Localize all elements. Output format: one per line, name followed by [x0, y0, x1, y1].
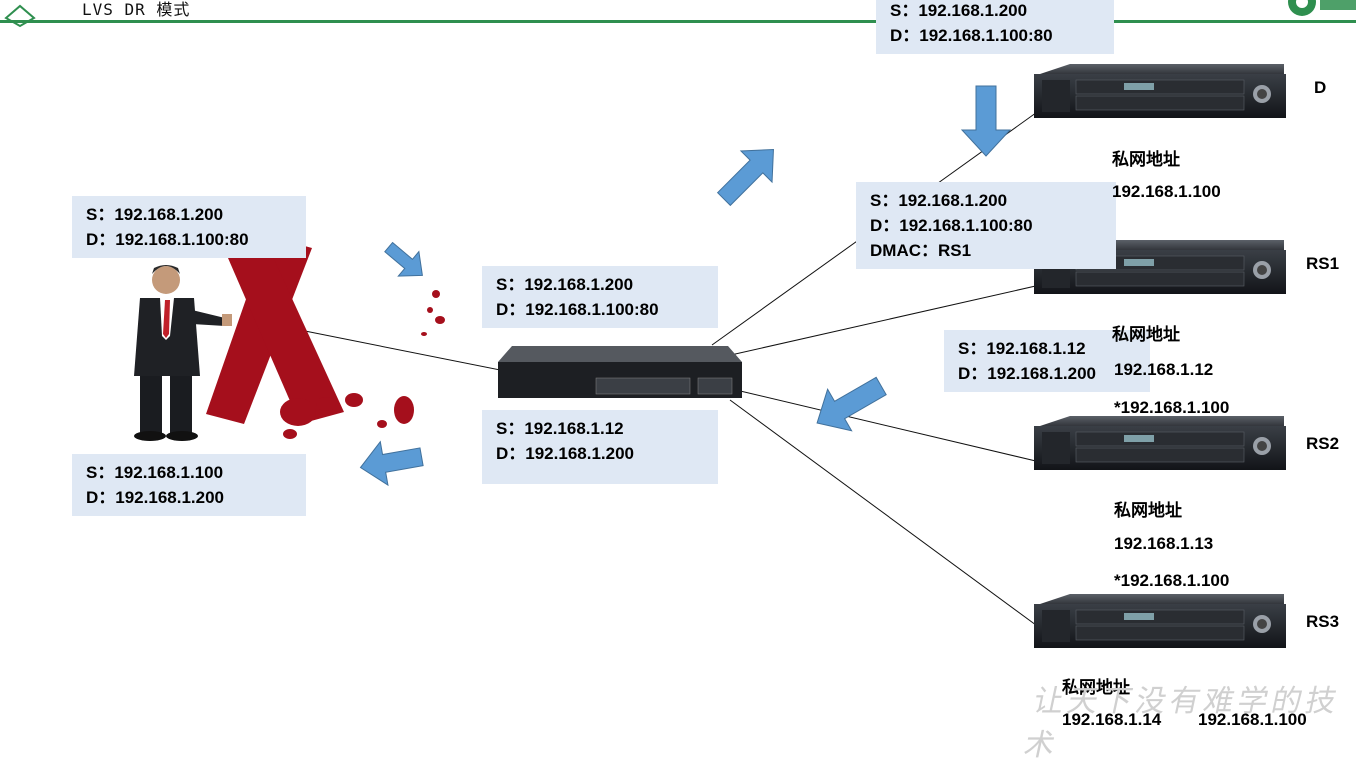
arrow-to-client-icon	[359, 440, 424, 487]
rs2-name: RS2	[1306, 434, 1340, 453]
arrow-rs1-to-switch-icon	[816, 376, 887, 432]
packet-src: S：192.168.1.12	[958, 339, 1086, 358]
packet-src: S：192.168.1.200	[890, 1, 1028, 20]
rs1-ip: 192.168.1.12	[1114, 360, 1214, 379]
packet-box-switch-reply: S：192.168.1.12 D：192.168.1.200	[482, 410, 718, 484]
page-title: LVS DR 模式	[82, 0, 191, 19]
rs3-server-icon	[1033, 593, 1287, 649]
switch-icon	[498, 346, 742, 398]
packet-src: S：192.168.1.100	[86, 463, 224, 482]
rs2-ip: 192.168.1.13	[1114, 534, 1214, 553]
network-diagram	[4, 0, 1356, 649]
rs1-vip: *192.168.1.100	[1114, 398, 1230, 417]
packet-dst: D：192.168.1.100:80	[496, 300, 659, 319]
watermark: 让天下没有难学的技术	[1020, 684, 1344, 763]
packet-box-client-reply: S：192.168.1.100 D：192.168.1.200	[72, 454, 306, 516]
director-ip: 192.168.1.100	[1112, 182, 1221, 201]
packet-dst: D：192.168.1.200	[496, 444, 634, 463]
packet-src: S：192.168.1.200	[496, 275, 634, 294]
director-server-icon	[1033, 63, 1287, 119]
packet-dst: D：192.168.1.100:80	[86, 230, 249, 249]
packet-dst: D：192.168.1.200	[958, 364, 1096, 383]
header-divider	[0, 20, 1356, 23]
client-person-icon	[134, 265, 232, 441]
rs1-label: 私网地址	[1112, 325, 1180, 344]
brand-logo-icon	[1288, 0, 1356, 16]
rs3-label: 私网地址	[1062, 678, 1130, 697]
packet-dst: D：192.168.1.100:80	[870, 216, 1033, 235]
arrow-director-down-icon	[960, 85, 1012, 157]
packet-box-top: S：192.168.1.200 D：192.168.1.100:80	[876, 0, 1114, 54]
rs3-ip: 192.168.1.14	[1062, 710, 1162, 729]
packet-box-director-out: S：192.168.1.200 D：192.168.1.100:80 DMAC：…	[856, 182, 1116, 269]
failure-cross-icon	[206, 236, 445, 439]
packet-src: S：192.168.1.200	[86, 205, 224, 224]
arrow-client-to-switch-icon	[384, 241, 423, 277]
rs2-label: 私网地址	[1114, 501, 1182, 520]
packet-dst: D：192.168.1.200	[86, 488, 224, 507]
packet-src: S：192.168.1.200	[870, 191, 1008, 210]
rs2-server-icon	[1033, 415, 1287, 471]
packet-box-client-request: S：192.168.1.200 D：192.168.1.100:80	[72, 196, 306, 258]
packet-box-rs1-reply: S：192.168.1.12 D：192.168.1.200	[944, 330, 1150, 392]
director-label: 私网地址	[1112, 150, 1180, 169]
rs1-name: RS1	[1306, 254, 1340, 273]
rs2-vip: *192.168.1.100	[1114, 571, 1230, 590]
arrow-switch-to-director-icon	[716, 149, 774, 207]
logo-diamond-icon	[4, 4, 36, 28]
packet-box-switch-in: S：192.168.1.200 D：192.168.1.100:80	[482, 266, 718, 328]
rs3-vip: 192.168.1.100	[1198, 710, 1307, 729]
rs3-name: RS3	[1306, 612, 1340, 631]
packet-src: S：192.168.1.12	[496, 419, 624, 438]
packet-dst: D：192.168.1.100:80	[890, 26, 1053, 45]
director-name: D	[1314, 78, 1327, 97]
packet-dmac: DMAC：RS1	[870, 241, 972, 260]
